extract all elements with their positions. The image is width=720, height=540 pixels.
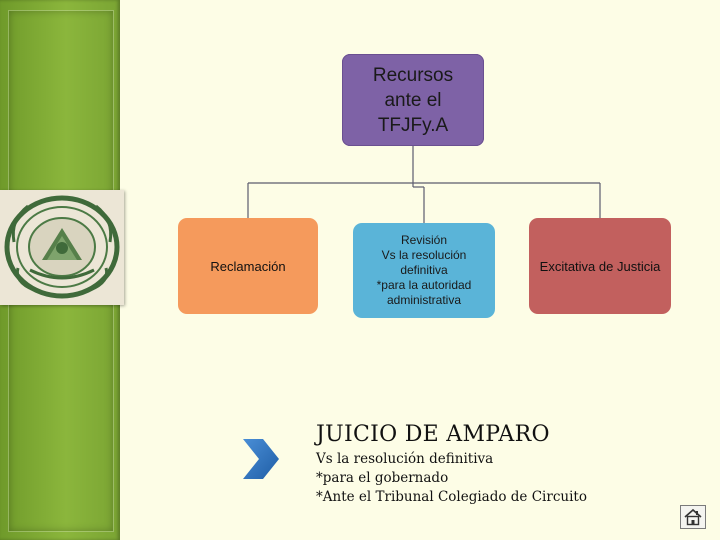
node-revision-line: administrativa (386, 293, 462, 307)
node-revision: Revisión Vs la resolución definitiva *pa… (353, 223, 495, 318)
node-revision-line: definitiva (400, 263, 448, 277)
mexico-seal-icon (0, 190, 124, 305)
amparo-line: *Ante el Tribunal Colegiado de Circuito (316, 489, 587, 505)
node-revision-line: Vs la resolución (381, 248, 467, 262)
amparo-line: *para el gobernado (316, 470, 449, 486)
home-icon (684, 508, 702, 526)
root-node-recursos: Recursos ante el TFJFy.A (342, 54, 484, 146)
home-button[interactable] (680, 505, 706, 529)
root-node-label: Recursos ante el TFJFy.A (372, 64, 454, 136)
node-revision-line: *para la autoridad (376, 278, 472, 292)
node-revision-label: Revisión Vs la resolución definitiva *pa… (365, 233, 483, 308)
chevron-right-icon (243, 439, 279, 479)
node-excitativa-label: Excitativa de Justicia (539, 258, 661, 274)
node-excitativa: Excitativa de Justicia (529, 218, 671, 314)
amparo-line: Vs la resolución definitiva (316, 451, 494, 467)
amparo-title: JUICIO DE AMPARO (316, 422, 550, 447)
juicio-amparo-block: JUICIO DE AMPARO Vs la resolución defini… (316, 420, 696, 507)
node-revision-line: Revisión (400, 233, 448, 247)
node-reclamacion-label: Reclamación (210, 258, 286, 274)
node-reclamacion: Reclamación (178, 218, 318, 314)
